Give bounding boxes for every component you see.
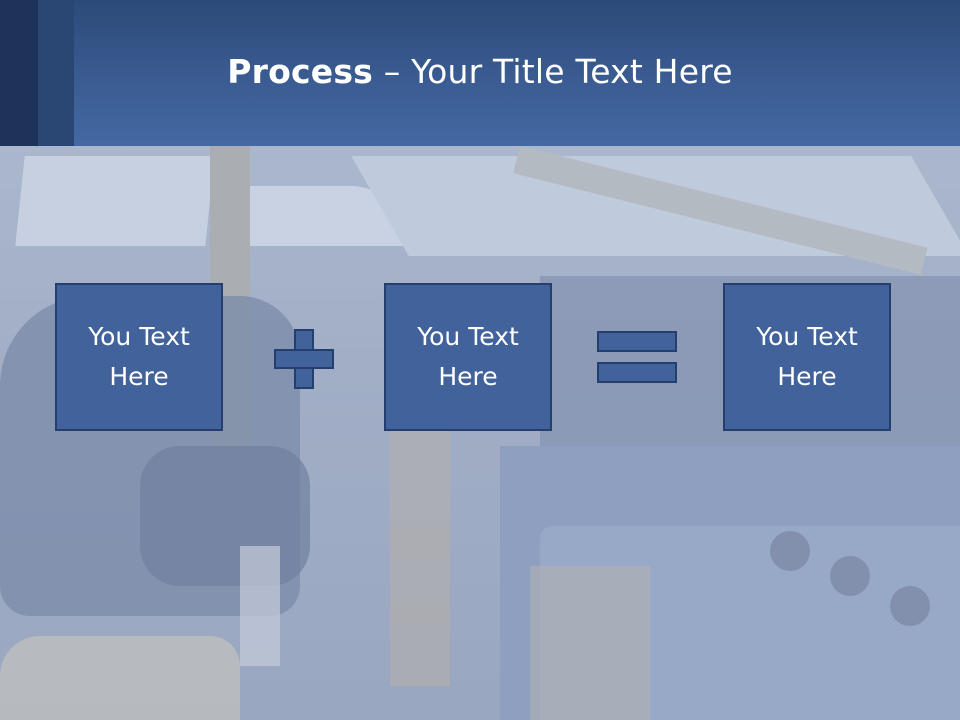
header-accent-block <box>0 0 38 146</box>
equals-icon <box>597 331 677 383</box>
plus-icon <box>274 329 334 389</box>
title-bold: Process <box>227 52 374 91</box>
title-bar: Process – Your Title Text Here <box>0 0 960 146</box>
process-step-1: You Text Here <box>55 283 223 431</box>
process-step-3: You Text Here <box>723 283 891 431</box>
background-tint <box>0 146 960 720</box>
header-accent-block <box>38 0 74 146</box>
process-step-2: You Text Here <box>384 283 552 431</box>
slide-title: Process – Your Title Text Here <box>0 52 960 91</box>
title-rest: – Your Title Text Here <box>373 52 733 91</box>
